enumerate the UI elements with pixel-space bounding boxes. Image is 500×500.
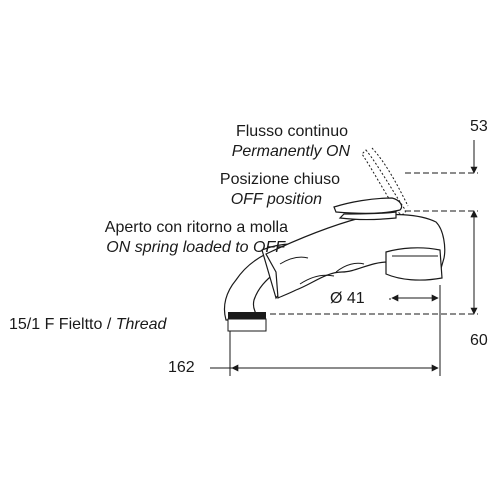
dimension-53-value: 53 <box>470 118 488 135</box>
dimension-60-value: 60 <box>470 332 488 349</box>
grip-ridges <box>279 255 438 285</box>
label-flow-en-text: Permanently ON <box>231 143 350 160</box>
dimension-diameter-value: Ø 41 <box>330 290 365 307</box>
label-flow-it: Flusso continuo <box>235 123 348 140</box>
label-thread: 15/1 F Fieltto / Thread <box>9 316 166 334</box>
label-flow-en: Permanently ON <box>232 143 350 161</box>
label-open-en-text: ON spring loaded to OFF <box>106 239 285 256</box>
label-closed-en: OFF position <box>231 191 322 209</box>
label-closed-en-text: OFF position <box>230 191 322 208</box>
lever-ghost <box>361 147 409 215</box>
label-open-en: ON spring loaded to OFF <box>106 239 285 257</box>
extension-lines <box>270 172 478 315</box>
thread-fitting <box>227 312 267 332</box>
lever <box>333 197 403 221</box>
label-thread-en: Thread <box>115 316 167 333</box>
label-thread-it: 15/1 F Fieltto / <box>9 316 112 333</box>
dimension-length-value: 162 <box>168 359 195 376</box>
label-open-it: Aperto con ritorno a molla <box>104 219 288 236</box>
label-closed-it: Posizione chiuso <box>219 171 340 188</box>
